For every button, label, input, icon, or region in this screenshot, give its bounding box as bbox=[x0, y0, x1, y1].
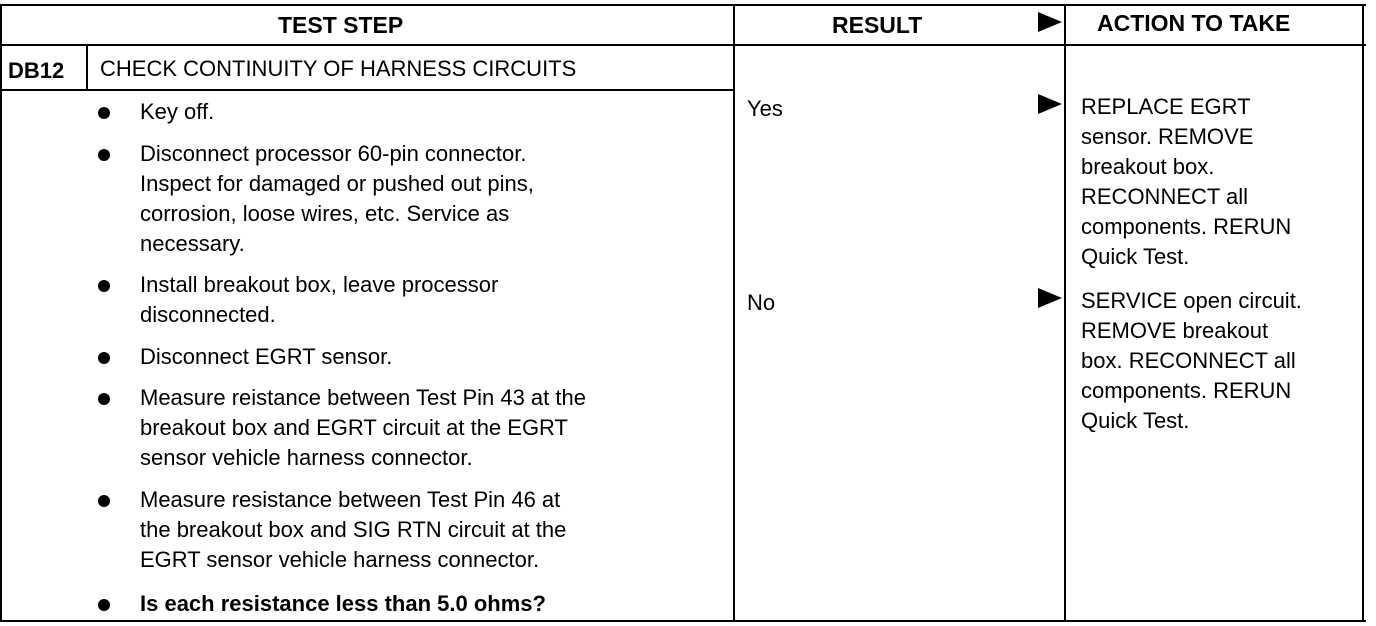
header-action: ACTION TO TAKE bbox=[1097, 10, 1291, 36]
bullet-icon bbox=[98, 149, 110, 161]
column-divider-action bbox=[1064, 4, 1066, 622]
bullet-icon bbox=[98, 280, 110, 292]
step-bullet-4: Disconnect EGRT sensor. bbox=[140, 344, 393, 369]
bullet-icon bbox=[98, 107, 110, 119]
arrow-right-icon bbox=[1038, 288, 1062, 308]
header-bottom-rule bbox=[0, 44, 1366, 46]
table-top-border bbox=[0, 4, 1366, 6]
result-no: No bbox=[747, 290, 776, 315]
bullet-icon bbox=[98, 352, 110, 364]
table-bottom-border bbox=[0, 620, 1366, 622]
step-title: CHECK CONTINUITY OF HARNESS CIRCUITS bbox=[100, 56, 577, 81]
arrow-right-icon bbox=[1038, 94, 1062, 114]
bullet-icon bbox=[98, 599, 110, 611]
step-code-divider bbox=[86, 44, 88, 91]
step-bullet-7-question: Is each resistance less than 5.0 ohms? bbox=[140, 591, 546, 616]
bullet-icon bbox=[98, 393, 110, 405]
column-divider-result bbox=[733, 4, 735, 622]
step-bullet-6: Measure resistance between Test Pin 46 a… bbox=[140, 487, 567, 572]
action-no: SERVICE open circuit. REMOVE breakout bo… bbox=[1081, 288, 1302, 433]
action-yes: REPLACE EGRT sensor. REMOVE breakout box… bbox=[1081, 94, 1292, 269]
step-code: DB12 bbox=[8, 58, 65, 83]
step-bullet-2: Disconnect processor 60-pin connector. I… bbox=[140, 141, 534, 256]
bullet-icon bbox=[98, 495, 110, 507]
table-right-border bbox=[1362, 4, 1364, 622]
step-bullet-5: Measure reistance between Test Pin 43 at… bbox=[140, 385, 586, 470]
table-left-border bbox=[0, 4, 2, 622]
step-title-rule bbox=[0, 89, 735, 91]
header-result: RESULT bbox=[832, 12, 923, 38]
step-bullet-1: Key off. bbox=[140, 99, 215, 124]
step-bullet-3: Install breakout box, leave processor di… bbox=[140, 272, 499, 327]
result-yes: Yes bbox=[747, 96, 783, 121]
header-arrow-icon bbox=[1038, 12, 1062, 32]
header-test-step: TEST STEP bbox=[278, 12, 404, 38]
